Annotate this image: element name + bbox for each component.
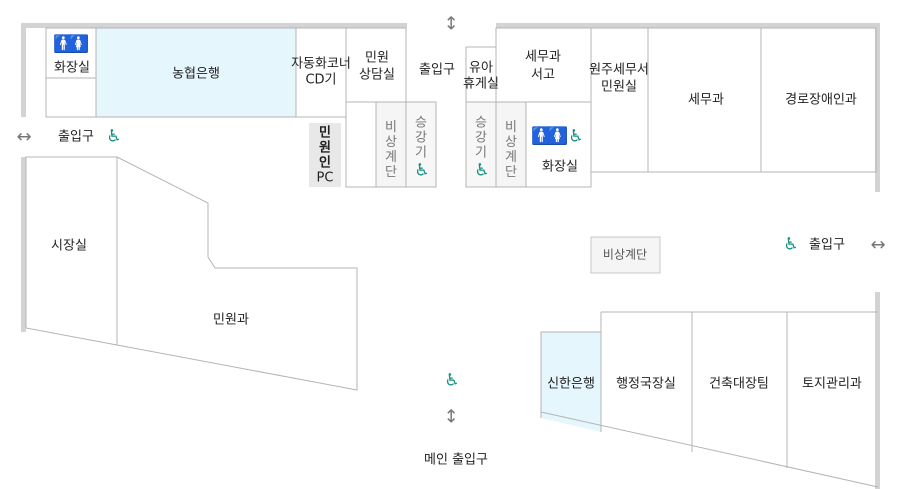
pc-area: [309, 123, 341, 187]
civil-pc-2: PC: [316, 170, 334, 186]
elevator-left[interactable]: 승강기: [415, 115, 427, 161]
horizontal-arrow-icon: ↔: [870, 234, 886, 256]
atm-corner[interactable]: 자동화코너: [291, 56, 351, 72]
elevator-right-area: [466, 102, 496, 187]
female-icon: 🚺: [68, 34, 90, 55]
wheelchair-icon: ♿: [444, 370, 460, 391]
wheelchair-icon: ♿: [783, 234, 799, 255]
building-team[interactable]: 건축대장팀: [709, 376, 769, 392]
main-entrance[interactable]: 메인 출입구: [424, 452, 488, 468]
vertical-arrow-icon: ↕: [443, 13, 459, 35]
stairs-center-area: [590, 236, 661, 274]
tax-dept[interactable]: 세무과: [688, 92, 724, 108]
elevator-left-area: [406, 102, 436, 187]
male-icon: 🚹: [53, 34, 75, 55]
restroom-left[interactable]: 화장실: [54, 60, 90, 76]
tax-archive-2: 서고: [531, 67, 555, 83]
male-icon: 🚹: [531, 126, 553, 147]
vertical-arrow-icon: ↕: [443, 406, 459, 428]
walls: [21, 23, 880, 489]
restroom-right[interactable]: 화장실: [542, 159, 578, 175]
stairs-right-area: [496, 102, 526, 187]
entrance-top[interactable]: 출입구: [419, 62, 455, 78]
senior-dept[interactable]: 경로장애인과: [785, 92, 857, 108]
tax-office[interactable]: 원주세무서: [589, 62, 649, 78]
wheelchair-icon: ♿: [414, 160, 430, 181]
shinhan-bank[interactable]: 신한은행: [547, 376, 595, 392]
mayor-office[interactable]: 시장실: [51, 238, 87, 254]
stairs-center[interactable]: 비상계단: [602, 247, 648, 262]
elevator-right[interactable]: 승강기: [475, 115, 487, 161]
shinhan-area: [541, 332, 601, 432]
civil-pc[interactable]: 민원인: [319, 125, 331, 171]
civil-affairs[interactable]: 민원과: [213, 312, 249, 328]
room-lines: [25, 27, 879, 488]
entrance-right[interactable]: 출입구: [809, 237, 845, 253]
kids-room-2: 휴게실: [463, 76, 499, 92]
wheelchair-icon: ♿: [474, 160, 490, 181]
tax-office-2: 민원실: [601, 79, 637, 95]
stairs-left[interactable]: 비상계단: [385, 120, 397, 180]
nh-bank-area: [96, 28, 296, 117]
tax-archive[interactable]: 세무과: [525, 49, 561, 65]
wheelchair-icon: ♿: [568, 126, 584, 147]
counsel-room-2: 상담실: [359, 67, 395, 83]
stairs-left-area: [376, 102, 406, 187]
wheelchair-icon: ♿: [106, 126, 122, 147]
counsel-room[interactable]: 민원: [365, 50, 389, 66]
entrance-left[interactable]: 출입구: [58, 129, 94, 145]
horizontal-arrow-icon: ↔: [16, 126, 32, 148]
admin-director-office[interactable]: 행정국장실: [616, 376, 676, 392]
stairs-right[interactable]: 비상계단: [505, 120, 517, 180]
land-management[interactable]: 토지관리과: [802, 376, 862, 392]
nh-bank[interactable]: 농협은행: [172, 66, 220, 82]
female-icon: 🚺: [547, 126, 569, 147]
kids-room[interactable]: 유아: [469, 60, 493, 76]
cd-machine: CD기: [305, 72, 337, 88]
